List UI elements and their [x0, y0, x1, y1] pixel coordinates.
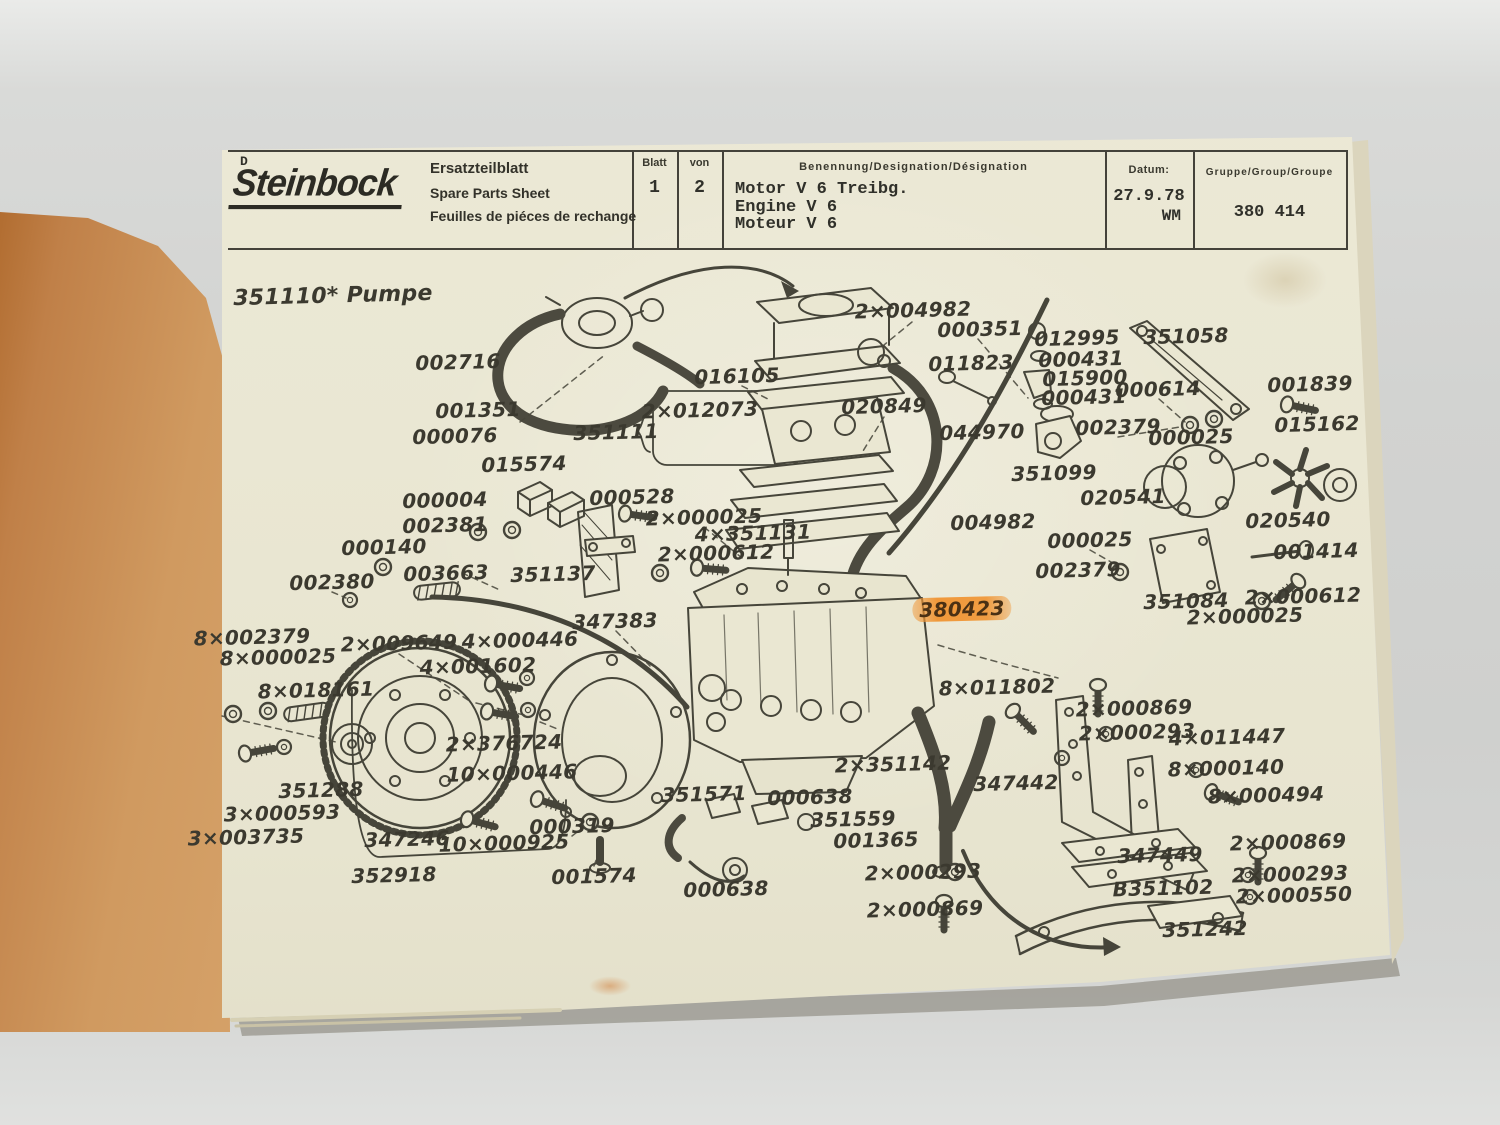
- title-german: Ersatzteilblatt: [430, 160, 529, 177]
- part-number: 001351: [435, 396, 521, 424]
- part-number: 020540: [1245, 506, 1331, 534]
- part-number: 000638: [767, 783, 853, 811]
- part-number: 2×000612: [657, 539, 775, 567]
- sheet-number: 1: [649, 178, 660, 198]
- part-number: 000025: [1047, 526, 1133, 554]
- part-number: 002380: [289, 568, 375, 596]
- part-number: 347442: [973, 769, 1059, 797]
- part-number: 000614: [1115, 375, 1201, 403]
- part-number: 4×011447: [1168, 723, 1286, 751]
- country-code: D: [240, 154, 248, 169]
- part-number: 351137: [510, 560, 596, 588]
- part-number: 2×009649: [340, 629, 458, 657]
- part-number: 8×000494: [1207, 781, 1325, 809]
- part-number: B351102: [1112, 874, 1214, 902]
- designation-line-1: Motor V 6 Treibg.: [735, 180, 909, 199]
- title-english: Spare Parts Sheet: [430, 185, 550, 201]
- part-number: 011823: [928, 349, 1014, 377]
- part-number: 2×012073: [641, 396, 759, 424]
- part-number: 001414: [1273, 537, 1359, 565]
- part-number: 351110* Pumpe: [232, 280, 434, 312]
- part-number: 020541: [1080, 483, 1166, 511]
- part-number: 015574: [481, 450, 567, 478]
- part-number-highlighted: 380423: [912, 595, 1012, 623]
- part-number: 000319: [529, 812, 615, 840]
- part-number: 000351: [937, 315, 1023, 343]
- part-number: 001365: [833, 826, 919, 854]
- part-number: 2×351142: [834, 750, 952, 778]
- table-top-border: [228, 150, 1348, 152]
- part-number: 351058: [1143, 322, 1229, 350]
- part-number: 8×000140: [1167, 754, 1285, 782]
- part-number: 2×000550: [1235, 881, 1353, 909]
- part-number: 2×000869: [866, 895, 984, 923]
- part-number: 10×000446: [446, 759, 578, 787]
- table-divider: [722, 150, 724, 250]
- date-label: Datum:: [1128, 164, 1170, 176]
- part-number: 351242: [1162, 915, 1248, 943]
- part-number: 3×003735: [187, 823, 305, 851]
- date-value: 27.9.78: [1113, 187, 1185, 206]
- part-number: 2×000293: [864, 858, 982, 886]
- part-number: 347246: [364, 825, 450, 853]
- date-initials: WM: [1161, 207, 1181, 225]
- part-number: 352918: [351, 861, 437, 889]
- table-divider: [1105, 150, 1107, 250]
- part-number: 347449: [1117, 841, 1203, 869]
- part-number: 3×000593: [223, 799, 341, 827]
- group-label: Gruppe/Group/Groupe: [1205, 167, 1334, 178]
- part-number: 2×000869: [1229, 828, 1347, 856]
- part-number: 351571: [661, 780, 747, 808]
- sheet-label: Blatt: [642, 157, 667, 169]
- part-number: 001574: [551, 862, 637, 890]
- table-divider: [1346, 150, 1348, 250]
- part-number: 002716: [415, 348, 501, 376]
- part-number: 8×011802: [938, 673, 1056, 701]
- part-number: 003663: [403, 559, 489, 587]
- part-number: 020849: [841, 392, 927, 420]
- part-number: 2×000025: [1186, 602, 1304, 630]
- part-number: 000004: [402, 486, 488, 514]
- designation-line-3: Moteur V 6: [735, 215, 838, 234]
- table-divider: [677, 150, 679, 250]
- of-label: von: [689, 157, 710, 169]
- part-number: 8×000025: [219, 643, 337, 671]
- designation-label: Benennung/Designation/Désignation: [799, 161, 1028, 173]
- part-number: 2×000869: [1075, 694, 1193, 722]
- table-bottom-border: [228, 248, 1348, 250]
- of-number: 2: [694, 178, 705, 198]
- title-french: Feuilles de piéces de rechange: [430, 208, 637, 224]
- designation-line-2: Engine V 6: [735, 198, 838, 217]
- part-number: 8×018161: [257, 676, 375, 704]
- group-value: 380 414: [1233, 203, 1306, 222]
- part-number: 004982: [950, 508, 1036, 536]
- part-number: 2×376724: [445, 729, 563, 757]
- part-number: 000025: [1148, 423, 1234, 451]
- part-number: 351099: [1011, 459, 1097, 487]
- part-number: 347383: [572, 607, 658, 635]
- part-number: 016105: [694, 362, 780, 390]
- part-number: 000140: [341, 533, 427, 561]
- part-number: 044970: [939, 418, 1025, 446]
- part-number: 002379: [1035, 556, 1121, 584]
- table-divider: [632, 150, 634, 250]
- part-number: 000638: [683, 875, 769, 903]
- part-number: 4×000446: [461, 626, 579, 654]
- part-number: 001839: [1267, 370, 1353, 398]
- part-number: 000076: [412, 422, 498, 450]
- table-divider: [1193, 150, 1195, 250]
- part-number: 000431: [1041, 383, 1127, 411]
- part-number: 4×001602: [419, 652, 537, 680]
- part-number: 015162: [1274, 410, 1360, 438]
